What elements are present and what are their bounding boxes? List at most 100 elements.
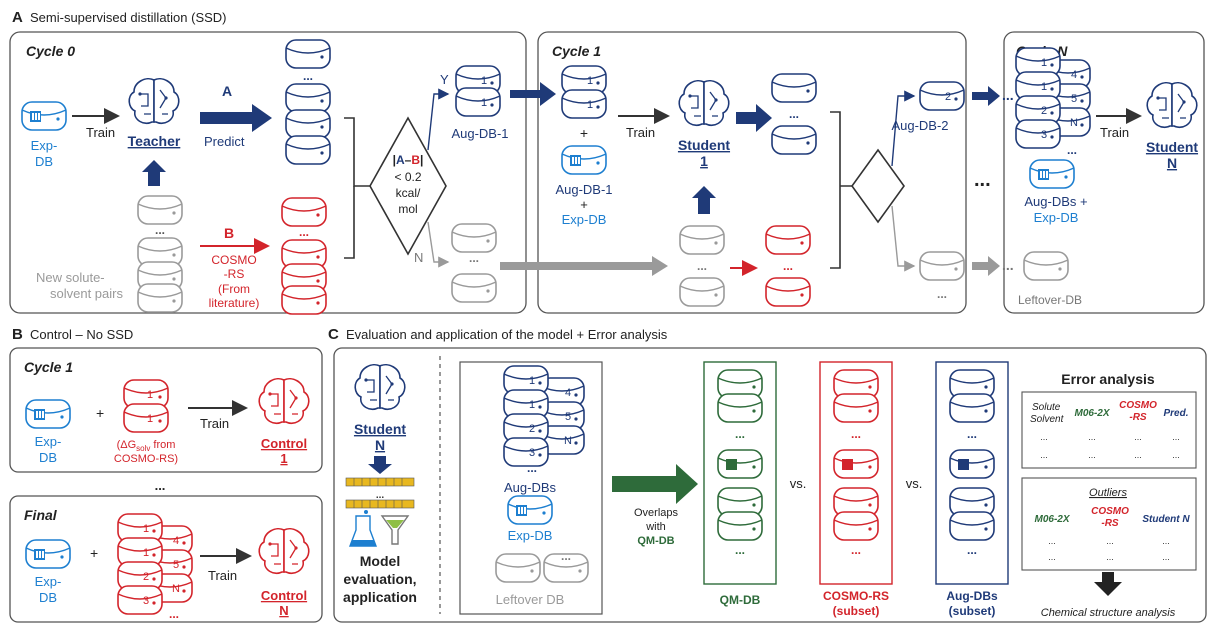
no-label: N: [414, 250, 423, 265]
gray-db-icon: [679, 277, 725, 307]
student-num: 1: [700, 153, 708, 169]
svg-text:1: 1: [529, 375, 535, 387]
hdr-pred: Pred.: [1163, 408, 1188, 419]
predicted-db-icon: [285, 135, 331, 165]
c1-red-ellipsis: ...: [783, 259, 793, 273]
error-analysis-title: Error analysis: [1061, 371, 1155, 387]
svg-text:...: ...: [1040, 450, 1048, 460]
navy-ellipsis: ...: [303, 69, 313, 83]
c1-yes-arrow: [891, 90, 916, 167]
cosmo-exp-db-icon: [833, 449, 879, 479]
student-up-arrow: [692, 186, 716, 214]
cycle1-db-num: 1: [587, 75, 593, 87]
svg-text:...: ...: [1162, 536, 1170, 546]
hdr-m062x: M06-2X: [1074, 408, 1110, 419]
beaker-icon: [348, 510, 378, 547]
svg-text:...: ...: [1106, 552, 1114, 562]
aug-db1-arrow: [510, 82, 556, 106]
final-exp-db-1: Exp-: [35, 574, 62, 589]
qm-dots-2: ...: [735, 543, 745, 557]
svg-text:N: N: [1070, 117, 1078, 129]
leftover-arrow: [500, 256, 668, 276]
panel-a-title: Semi-supervised distillation (SSD): [30, 10, 227, 25]
aug-db-icon: [949, 393, 995, 423]
aug-db1-num: 1: [481, 75, 487, 87]
qm-exp-db-icon: [717, 449, 763, 479]
svg-text:...: ...: [1048, 552, 1056, 562]
arrow-a-label: A: [222, 83, 232, 99]
eval-aug-dbs-stack: 4 5 N 1 1 2 3 ...: [503, 365, 585, 475]
cycle1-train: Train: [626, 125, 655, 140]
cosmo-db-icon: [765, 277, 811, 307]
predicted-db-icon: [285, 83, 331, 113]
train-label: Train: [86, 125, 115, 140]
model-eval-1: Model: [360, 553, 400, 569]
panel-c-letter: C: [328, 326, 339, 343]
model-eval-3: application: [343, 589, 417, 605]
overlaps-1: Overlaps: [634, 507, 679, 519]
decision-text-3: kcal/: [396, 186, 421, 200]
eval-leftover-label: Leftover DB: [496, 592, 565, 607]
cycle1-db-num: 1: [587, 99, 593, 111]
overlaps-qm: QM-DB: [637, 535, 674, 547]
combined-db-box: [459, 361, 603, 615]
decision-diamond: [369, 116, 447, 256]
aug-db2-num: 2: [945, 91, 951, 103]
qm-db-icon: [717, 511, 763, 541]
fingerprint-dots: ...: [376, 490, 385, 501]
teacher-brain-icon: [128, 77, 180, 125]
cycle1-aug-db1: Aug-DB-1: [555, 182, 612, 197]
cycleN-box: [1003, 31, 1205, 314]
cosmo-label-1: COSMO: [211, 253, 256, 267]
cycle1-exp-db: Exp-DB: [562, 212, 607, 227]
overlaps-2: with: [645, 521, 666, 533]
cosmo-db-icon: [833, 393, 879, 423]
svg-text:1: 1: [529, 399, 535, 411]
aug-db1-icon: [561, 89, 607, 119]
gray-db-icon: [679, 225, 725, 255]
aug-subset-label-2: (subset): [949, 604, 996, 618]
c1-decision-diamond: [851, 148, 905, 224]
exp-db-icon: [561, 145, 607, 175]
svg-text:...: ...: [1067, 143, 1077, 157]
control-db-num: 1: [147, 413, 153, 425]
svg-text:1: 1: [143, 547, 149, 559]
student-brain-icon: [678, 79, 730, 127]
bracket-top: [344, 117, 370, 187]
svg-text:...: ...: [1088, 432, 1096, 442]
hdr-cosmo-rs: -RS: [1129, 412, 1147, 423]
svg-text:4: 4: [1071, 69, 1077, 81]
leftover-db-label: Leftover-DB: [1018, 293, 1082, 307]
out-hdr-cosmo: COSMO: [1091, 506, 1129, 517]
aug-db-icon: [949, 511, 995, 541]
decision-text-2: < 0.2: [394, 170, 421, 184]
gray-db-icon: [137, 283, 183, 313]
cosmo-subset-label-1: COSMO-RS: [823, 589, 889, 603]
final-exp-db-2: DB: [39, 590, 57, 605]
aug-dots-2: ...: [967, 543, 977, 557]
control-cycle1-box: [9, 347, 323, 473]
control-dots: ...: [155, 478, 166, 493]
eval-box: [333, 347, 1207, 623]
cycleN-aug-dbs: Aug-DBs +: [1024, 194, 1087, 209]
leftover-ellipsis: ...: [469, 251, 479, 265]
cosmo-db-icon: [765, 225, 811, 255]
aug-subset-box: [935, 361, 1009, 585]
overlap-arrow: [612, 464, 698, 504]
svg-text:...: ...: [1048, 536, 1056, 546]
funnel-icon: [380, 515, 410, 545]
svg-text:N: N: [172, 583, 180, 595]
teacher-up-arrow: [142, 160, 166, 186]
control-exp-db-1: Exp-: [35, 434, 62, 449]
leftover-db-icon: [1023, 251, 1069, 281]
svg-text:...: ...: [1172, 432, 1180, 442]
aug-db1-num: 1: [481, 97, 487, 109]
cycle0-box: [9, 31, 527, 314]
cosmo-db-icon: [281, 197, 327, 227]
exp-db-icon: [25, 539, 71, 569]
predicted-db-icon: [285, 109, 331, 139]
svg-text:...: ...: [169, 607, 179, 621]
leftover-dots: ...: [561, 549, 571, 563]
eval-student: Student: [354, 421, 406, 437]
error-table-cells: ............ ............: [1040, 432, 1180, 460]
